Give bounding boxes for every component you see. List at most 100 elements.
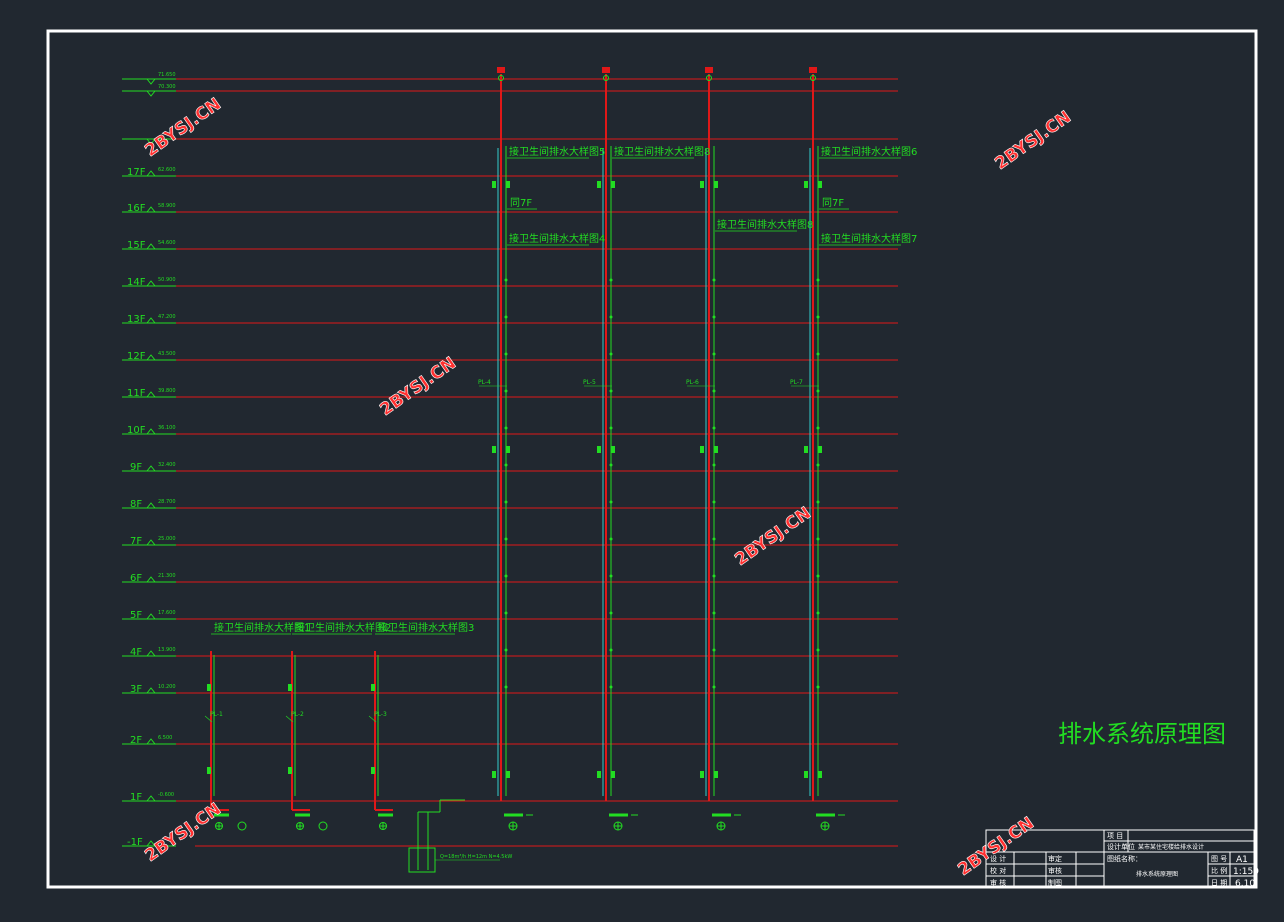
vent-cap-icon — [705, 67, 713, 73]
floor-label: 11F — [127, 388, 146, 399]
tb-sign-1: 审定 — [1048, 854, 1062, 863]
fitting-dot — [816, 389, 820, 393]
pump-note: Q=18m³/h H=12m N=4.5kW — [440, 854, 512, 860]
branch-detail-label: 接卫生间排水大样图8 — [717, 218, 813, 231]
elevation-triangle — [146, 650, 156, 657]
fitting-dot — [712, 352, 716, 356]
floor-elevation-value: 43.500 — [158, 351, 176, 357]
tb-info-key-1: 图 号 — [1211, 855, 1227, 863]
cleanout-icon — [804, 181, 808, 188]
cleanout-icon — [288, 767, 292, 774]
elevation-triangle — [146, 206, 156, 213]
cleanout-icon — [700, 181, 704, 188]
floor-label: 10F — [127, 425, 146, 436]
fitting-dot — [504, 500, 508, 504]
floor-label: 9F — [130, 462, 142, 473]
cleanout-icon — [597, 181, 601, 188]
floor-label: -1F — [127, 837, 143, 848]
floor-label: 3F — [130, 684, 142, 695]
floor-label: 2F — [130, 735, 142, 746]
branch-detail-label: 接卫生间排水大样图1 — [214, 621, 310, 634]
cleanout-icon — [611, 181, 615, 188]
fitting-dot — [712, 611, 716, 615]
tb-role-3: 审 核 — [990, 878, 1006, 887]
floor-label: 6F — [130, 573, 142, 584]
risers-group — [207, 67, 845, 873]
cleanout-icon — [611, 771, 615, 778]
floor-note: 同7F — [822, 197, 844, 209]
cleanout-icon — [804, 771, 808, 778]
branch-detail-label: 接卫生间排水大样图8 — [614, 145, 710, 158]
elevation-triangle — [146, 170, 156, 177]
cleanout-icon — [611, 446, 615, 453]
drawing-title: 排水系统原理图 — [1058, 720, 1226, 748]
floor-lines-group — [122, 78, 898, 847]
branch-detail-label: 接卫生间排水大样图5 — [509, 145, 605, 158]
fitting-dot — [609, 500, 613, 504]
floor-elevation-value: 62.600 — [158, 167, 176, 173]
elevation-triangle — [146, 576, 156, 583]
cleanout-icon — [492, 181, 496, 188]
vent-hood-icon — [498, 75, 504, 81]
elevation-triangle — [146, 78, 156, 85]
floor-elevation-value: -0.600 — [158, 792, 174, 798]
elevation-triangle — [146, 465, 156, 472]
fitting-dot — [816, 611, 820, 615]
cleanout-icon — [804, 446, 808, 453]
sump-pit-icon — [408, 847, 436, 873]
roof-elevation-value: 71.650 — [158, 72, 176, 78]
fitting-dot — [609, 611, 613, 615]
cleanout-icon — [207, 767, 211, 774]
fitting-dot — [816, 574, 820, 578]
fitting-dot — [816, 685, 820, 689]
riser-id: PL-7 — [790, 379, 803, 386]
elevation-triangle — [146, 90, 156, 97]
fitting-dot — [504, 315, 508, 319]
floor-label: 17F — [127, 167, 146, 178]
tb-design-label: 设计单位 — [1107, 842, 1135, 851]
title-block — [985, 829, 1255, 889]
floor-note: 同7F — [510, 197, 532, 209]
branch-detail-label: 接卫生间排水大样图4 — [509, 232, 605, 245]
cleanout-icon — [506, 181, 510, 188]
fitting-dot — [712, 500, 716, 504]
riser-id: PL-6 — [686, 379, 699, 386]
cleanout-icon — [371, 767, 375, 774]
fitting-dot — [504, 278, 508, 282]
elevation-triangle — [146, 138, 156, 145]
vent-hood-icon — [810, 75, 816, 81]
cleanout-icon — [700, 446, 704, 453]
cleanout-icon — [700, 771, 704, 778]
cleanout-icon — [818, 446, 822, 453]
tb-role-1: 设 计 — [990, 854, 1006, 863]
cleanout-icon — [492, 771, 496, 778]
cleanout-icon — [714, 771, 718, 778]
riser-id-leader — [285, 715, 294, 723]
roof-elevation-value: 70.300 — [158, 84, 176, 90]
drawing-frame — [46, 29, 1258, 889]
elevation-triangle — [146, 539, 156, 546]
cleanout-icon — [714, 181, 718, 188]
fitting-dot — [816, 500, 820, 504]
tb-role-2: 校 对 — [990, 866, 1006, 875]
fitting-dot — [816, 352, 820, 356]
fitting-dot — [816, 463, 820, 467]
riser-id: PL-3 — [374, 711, 387, 718]
tb-info-val-3: 6.10 — [1235, 879, 1255, 889]
floor-elevation-value: 25.000 — [158, 536, 176, 542]
fitting-dot — [712, 648, 716, 652]
cleanout-icon — [506, 771, 510, 778]
floor-elevation-value: 39.800 — [158, 388, 176, 394]
fitting-dot — [816, 537, 820, 541]
tb-sign-2: 审核 — [1048, 866, 1062, 875]
floor-label: 13F — [127, 314, 146, 325]
tb-info-val-2: 1:150 — [1233, 867, 1259, 877]
tb-drawing-name-value: 排水系统原理图 — [1136, 870, 1178, 878]
floor-elevation-value: 6.500 — [158, 735, 172, 741]
fitting-dot — [609, 648, 613, 652]
fitting-dot — [816, 426, 820, 430]
floor-drain-icon — [237, 821, 247, 831]
floor-elevation-value: 21.300 — [158, 573, 176, 579]
